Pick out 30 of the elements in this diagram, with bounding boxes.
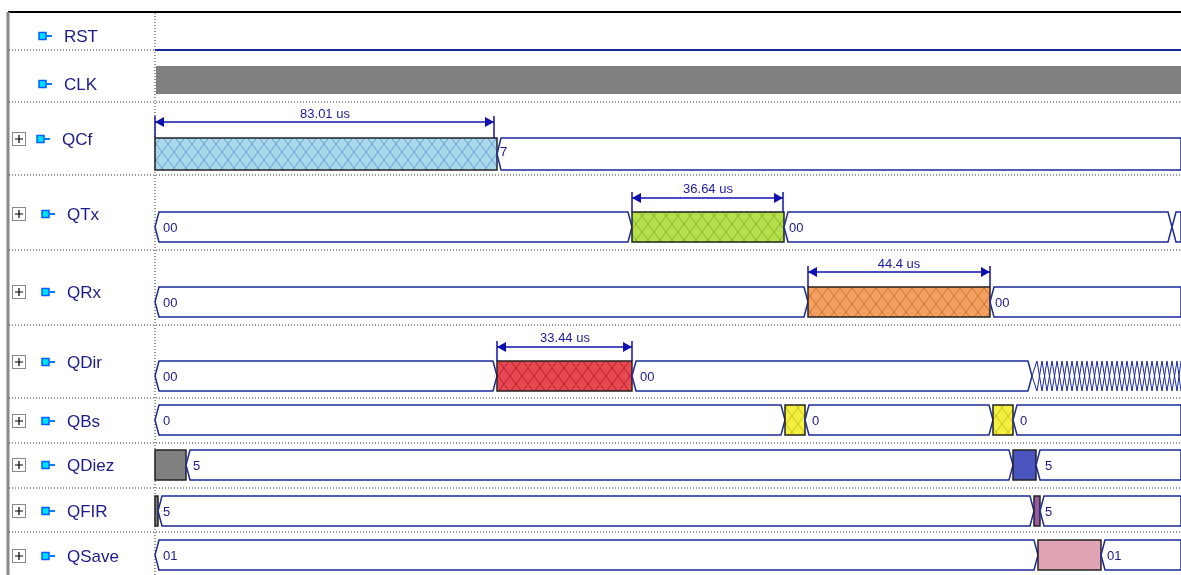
signal-name: QBs [67,412,101,430]
bus-value: 5 [193,458,201,472]
signal-name: RST [64,27,98,45]
signal-name: CLK [64,75,98,93]
bus-value: 00 [789,220,804,234]
bus-value: 0 [163,413,171,427]
bus-value: 7 [500,144,508,158]
time-measurement: 36.64 us [683,181,733,195]
bus-value: 0 [1020,413,1028,427]
signal-name: QCf [62,130,93,148]
time-measurement: 33.44 us [540,330,590,344]
bus-value: 01 [1107,548,1122,562]
bus-value: 00 [640,369,655,383]
signal-name: QTx [67,205,100,223]
time-measurement: 44.4 us [877,256,921,270]
signal-name: QFIR [67,502,108,520]
bus-value: 5 [163,504,171,518]
signal-name: QSave [67,547,119,565]
bus-value: 01 [163,548,178,562]
bus-value: 00 [163,295,178,309]
bus-value: 00 [163,220,178,234]
bus-value: 00 [163,369,178,383]
signal-name: QDiez [67,456,115,474]
bus-value: 5 [1045,504,1053,518]
time-measurement: 83.01 us [300,106,350,120]
bus-value: 00 [995,295,1010,309]
signal-name: QRx [67,283,101,301]
bus-value: 5 [1045,458,1053,472]
signal-name: QDir [67,353,102,371]
bus-value: 0 [812,413,820,427]
